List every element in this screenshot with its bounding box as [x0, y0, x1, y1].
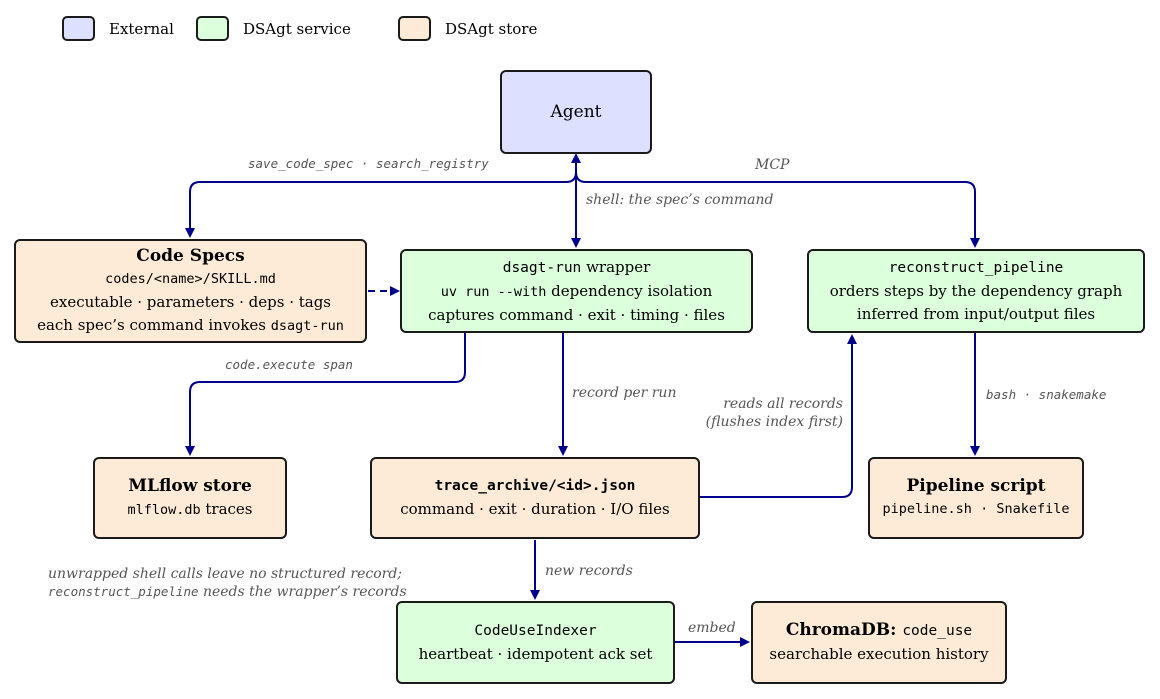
wrapper-node: dsagt-run wrapper uv run --with dependen…	[400, 249, 753, 333]
note-line2-code: reconstruct_pipeline	[48, 584, 199, 599]
label-mcp: MCP	[755, 157, 790, 173]
legend-service-swatch	[196, 16, 229, 41]
indexer-node: CodeUseIndexer heartbeat · idempotent ac…	[396, 601, 675, 684]
edge-wrapper-mlflow	[185, 333, 466, 456]
legend-store: DSAgt store	[398, 16, 537, 41]
label-code-execute: code.execute span	[225, 356, 353, 374]
reconstruct-node: reconstruct_pipeline orders steps by the…	[807, 249, 1145, 333]
wrapper-line2: captures command · exit · timing · files	[428, 305, 725, 324]
code-specs-line3-prefix: each spec’s command invokes	[37, 315, 271, 334]
code-specs-path: codes/<name>/SKILL.md	[105, 270, 276, 287]
label-shell: shell: the spec’s command	[586, 192, 774, 208]
indexer-title: CodeUseIndexer	[474, 622, 597, 639]
code-specs-line3: each spec’s command invokes dsagt-run	[37, 314, 344, 338]
code-specs-line2: executable · parameters · deps · tags	[49, 292, 331, 311]
label-record-per-run: record per run	[572, 385, 677, 401]
reconstruct-title: reconstruct_pipeline	[888, 259, 1064, 276]
note-line2: reconstruct_pipeline needs the wrapper’s…	[48, 583, 407, 601]
label-embed: embed	[688, 620, 736, 636]
wrapper-title-code: dsagt-run	[502, 259, 582, 276]
legend-external: External	[62, 16, 174, 41]
wrapper-title-suffix: wrapper	[581, 257, 651, 276]
pipeline-script-code: pipeline.sh · Snakefile	[882, 501, 1070, 517]
chromadb-line1: searchable execution history	[769, 645, 989, 663]
label-bash-snakemake-text: bash · snakemake	[986, 387, 1107, 402]
mlflow-title: MLflow store	[128, 475, 252, 496]
trace-archive-title: trace_archive/<id>.json	[434, 478, 636, 494]
code-specs-node: Code Specs codes/<name>/SKILL.md executa…	[14, 239, 367, 343]
legend-store-swatch	[398, 16, 431, 41]
legend-external-label: External	[109, 19, 174, 38]
legend-service: DSAgt service	[196, 16, 351, 41]
chromadb-title: ChromaDB: code_use	[786, 619, 972, 643]
label-save-search: save_code_spec · search_registry	[248, 155, 489, 173]
agent-node: Agent	[500, 70, 652, 154]
edge-agent-reconstruct	[575, 171, 980, 248]
chromadb-title-name: ChromaDB	[785, 620, 891, 640]
edge-agent-codespecs	[185, 171, 577, 238]
label-reads-all-line2: (flushes index first)	[705, 414, 843, 430]
legend-service-label: DSAgt service	[243, 19, 351, 38]
label-reads-all: reads all records (flushes index first)	[675, 395, 843, 431]
note-unwrapped: unwrapped shell calls leave no structure…	[48, 565, 407, 601]
pipeline-script-node: Pipeline script pipeline.sh · Snakefile	[868, 457, 1084, 539]
agent-title: Agent	[550, 101, 602, 122]
wrapper-line1: uv run --with dependency isolation	[441, 280, 713, 304]
reconstruct-line2: inferred from input/output files	[856, 304, 1096, 323]
wrapper-line1-suffix: dependency isolation	[546, 281, 713, 300]
chromadb-node: ChromaDB: code_use searchable execution …	[751, 601, 1007, 684]
note-line1: unwrapped shell calls leave no structure…	[48, 566, 403, 582]
code-specs-title: Code Specs	[136, 245, 245, 266]
label-new-records: new records	[545, 563, 633, 579]
chromadb-title-code: code_use	[902, 623, 973, 639]
pipeline-script-title: Pipeline script	[906, 476, 1046, 496]
wrapper-title: dsagt-run wrapper	[503, 256, 651, 280]
reconstruct-line1: orders steps by the dependency graph	[829, 281, 1123, 300]
indexer-line1: heartbeat · idempotent ack set	[418, 644, 653, 663]
mlflow-line1: mlflow.db traces	[127, 498, 252, 522]
label-code-execute-text: code.execute span	[225, 357, 353, 372]
mlflow-node: MLflow store mlflow.db traces	[93, 457, 287, 539]
edge-trace-reconstruct	[700, 334, 857, 498]
note-line2-suffix: needs the wrapper’s records	[198, 584, 407, 600]
label-bash-snakemake: bash · snakemake	[986, 386, 1106, 404]
chromadb-title-sep: :	[890, 620, 903, 640]
label-save-search-text: save_code_spec · search_registry	[248, 156, 489, 171]
mlflow-code: mlflow.db	[127, 501, 201, 518]
legend-store-label: DSAgt store	[445, 19, 538, 38]
wrapper-line1-code: uv run --with	[440, 283, 547, 300]
trace-archive-node: trace_archive/<id>.json command · exit ·…	[370, 457, 700, 539]
legend-external-swatch	[62, 16, 95, 41]
trace-archive-line1: command · exit · duration · I/O files	[400, 500, 670, 518]
label-reads-all-line1: reads all records	[723, 396, 843, 412]
code-specs-line3-code: dsagt-run	[270, 317, 344, 334]
mlflow-suffix: traces	[200, 499, 253, 518]
